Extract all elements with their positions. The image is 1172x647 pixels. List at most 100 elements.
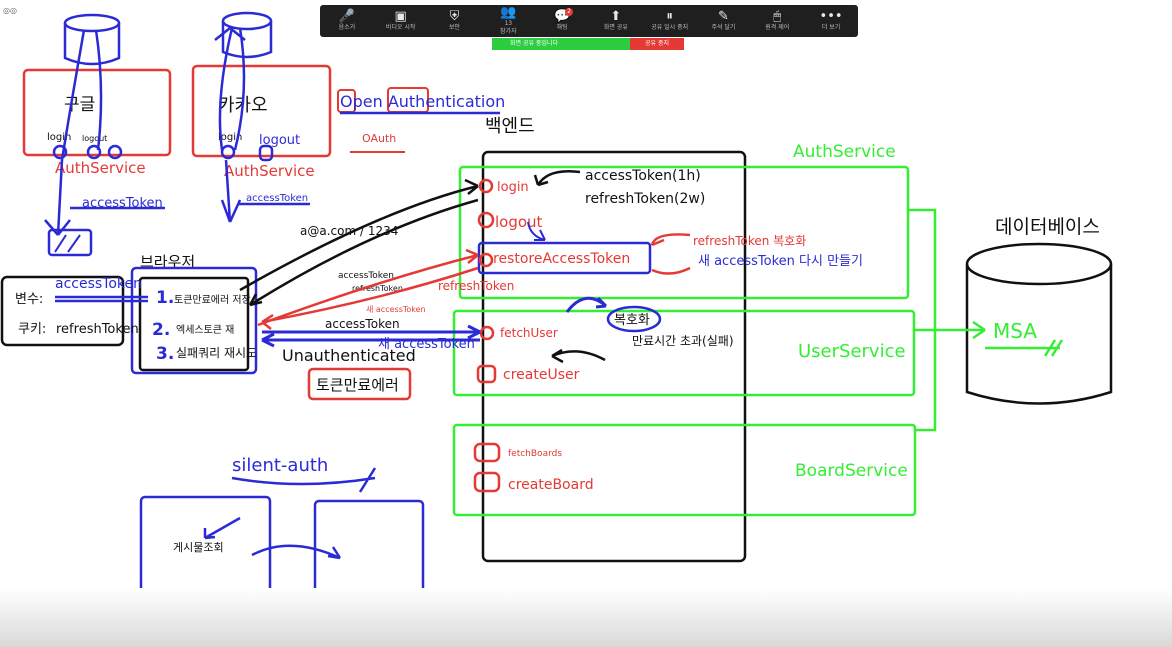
fetchuser-retry-arrow <box>261 332 480 348</box>
kakao-logout: logout <box>259 133 300 148</box>
unauthenticated-label: Unauthenticated <box>282 346 416 365</box>
toolbar-button-label: 공유 일시 중지 <box>651 24 689 31</box>
kakao-authservice: AuthService <box>224 162 315 180</box>
chat-badge: 2 <box>565 8 574 16</box>
stop-share-button[interactable]: 공유 중지 <box>630 38 684 50</box>
google-token-box <box>47 228 93 257</box>
pause-icon: ⏸ <box>666 9 673 24</box>
toolbar-button-label: 원격 제어 <box>765 24 790 31</box>
browser-step-3: 실패쿼리 재시도 <box>176 346 257 360</box>
toolbar-button-mic[interactable]: 🎤음소거 <box>322 10 372 32</box>
share-screen-icon: ⬆ <box>610 9 622 24</box>
restore-loop-arrow <box>650 233 691 275</box>
restore-dot <box>478 252 494 268</box>
restore-response-arrow <box>261 266 479 330</box>
toolbar-button-label: 비디오 시작 <box>385 24 416 31</box>
login-return-arrow <box>533 170 581 187</box>
participants-icon: 👥 <box>500 5 517 20</box>
google-extra-dot <box>107 144 123 160</box>
google-db <box>63 13 121 66</box>
toolbar-button-video-off[interactable]: ▣비디오 시작 <box>376 10 426 32</box>
screen-share-status-bar: 화면 공유 중입니다 공유 중지 <box>492 38 684 50</box>
google-login: login <box>47 132 71 143</box>
new-token-note: 새 accessToken 다시 만들기 <box>698 254 863 269</box>
restore-curve-arrow <box>527 221 546 241</box>
login-response-arrow <box>248 198 479 307</box>
var-strike <box>55 295 148 303</box>
toolbar-button-label: 주석 달기 <box>711 24 736 31</box>
msa-connector <box>908 208 1064 432</box>
fail-return-arrow <box>551 348 606 364</box>
createuser-dot <box>476 364 497 384</box>
boardservice-box <box>452 423 917 517</box>
login-fn: login <box>497 180 529 195</box>
userservice-box <box>452 309 916 397</box>
fetchboards-dot <box>473 442 501 463</box>
browser-step-3-num: 3. <box>156 344 174 364</box>
window-controls-icon[interactable]: ◎◎ <box>3 6 17 15</box>
google-logout: logout <box>82 134 107 143</box>
silent-auth-underline <box>231 467 377 493</box>
toolbar-button-label: 보안 <box>448 24 460 31</box>
kakao-flow-arrows <box>214 26 310 223</box>
decode-arrow <box>565 296 608 313</box>
restore-box <box>477 241 652 275</box>
fetchuser-fn: fetchUser <box>500 326 558 340</box>
restore-fn: restoreAccessToken <box>493 251 630 267</box>
browser-step-2: 엑세스토큰 재 <box>176 324 234 336</box>
kakao-db <box>221 11 273 59</box>
toolbar-button-share-screen[interactable]: ⬆화면 공유 <box>591 10 641 32</box>
database-cylinder <box>965 242 1113 405</box>
toolbar-button-shield[interactable]: ⛨보안 <box>429 10 479 32</box>
participant-count: 13 <box>504 20 513 27</box>
backend-box <box>481 150 747 563</box>
google-authservice: AuthService <box>55 159 146 177</box>
browser-step-1-num: 1. <box>156 288 174 308</box>
remote-control-icon: 🖱 <box>773 9 782 24</box>
refresh-token-2w: refreshToken(2w) <box>585 191 705 207</box>
open-authentication: Open Authentication <box>340 92 505 111</box>
createboard-dot <box>473 471 501 493</box>
userservice-label: UserService <box>798 341 906 362</box>
browser-label: 브라우저 <box>140 253 195 271</box>
browser-step-1: 토큰만료에러 저장 <box>174 294 251 306</box>
board-view-arrow <box>203 516 241 540</box>
restore-request-arrow <box>257 248 479 327</box>
annotate-icon: ✎ <box>718 9 729 24</box>
kakao-login: login <box>218 132 242 143</box>
google-token-hatch <box>54 234 81 253</box>
toolbar-button-pause[interactable]: ⏸공유 일시 중지 <box>645 10 695 32</box>
video-off-icon: ▣ <box>394 9 407 24</box>
access-token-1h: accessToken(1h) <box>585 168 701 184</box>
backend-label: 백엔드 <box>485 116 535 137</box>
browser-step-2-num: 2. <box>152 320 170 340</box>
kakao-login-dot <box>220 144 236 160</box>
fetchuser-request-arrow <box>262 324 481 340</box>
kakao-box <box>191 64 332 158</box>
toolbar-button-remote-control[interactable]: 🖱원격 제어 <box>752 10 802 32</box>
credentials-label: a@a.com / 1234 <box>300 224 398 238</box>
logout-dot <box>477 211 495 229</box>
login-dot <box>478 178 494 194</box>
silent-auth-arrow <box>251 544 342 560</box>
toolbar-button-label: 더 보기 <box>821 24 841 31</box>
login-request-arrow <box>239 178 479 292</box>
refresh-decode-note: refreshToken 복호화 <box>693 234 806 248</box>
database-label: 데이터베이스 <box>995 216 1100 238</box>
mic-icon: 🎤 <box>338 9 355 24</box>
google-login-dot <box>52 144 68 160</box>
toolbar-button-more[interactable]: •••더 보기 <box>806 10 856 32</box>
authservice-box <box>458 165 910 300</box>
createboard-fn: createBoard <box>508 477 594 493</box>
google-box <box>22 68 172 157</box>
var-value: accessToken <box>55 276 142 292</box>
toolbar-button-annotate[interactable]: ✎주석 달기 <box>698 10 748 32</box>
toolbar-button-label: 음소거 <box>338 24 356 31</box>
browser-inner-box <box>138 276 250 372</box>
arrow-access-token-2: accessToken <box>325 317 400 331</box>
token-expired-label: 토큰만료에러 <box>316 376 399 394</box>
more-icon: ••• <box>819 9 843 24</box>
